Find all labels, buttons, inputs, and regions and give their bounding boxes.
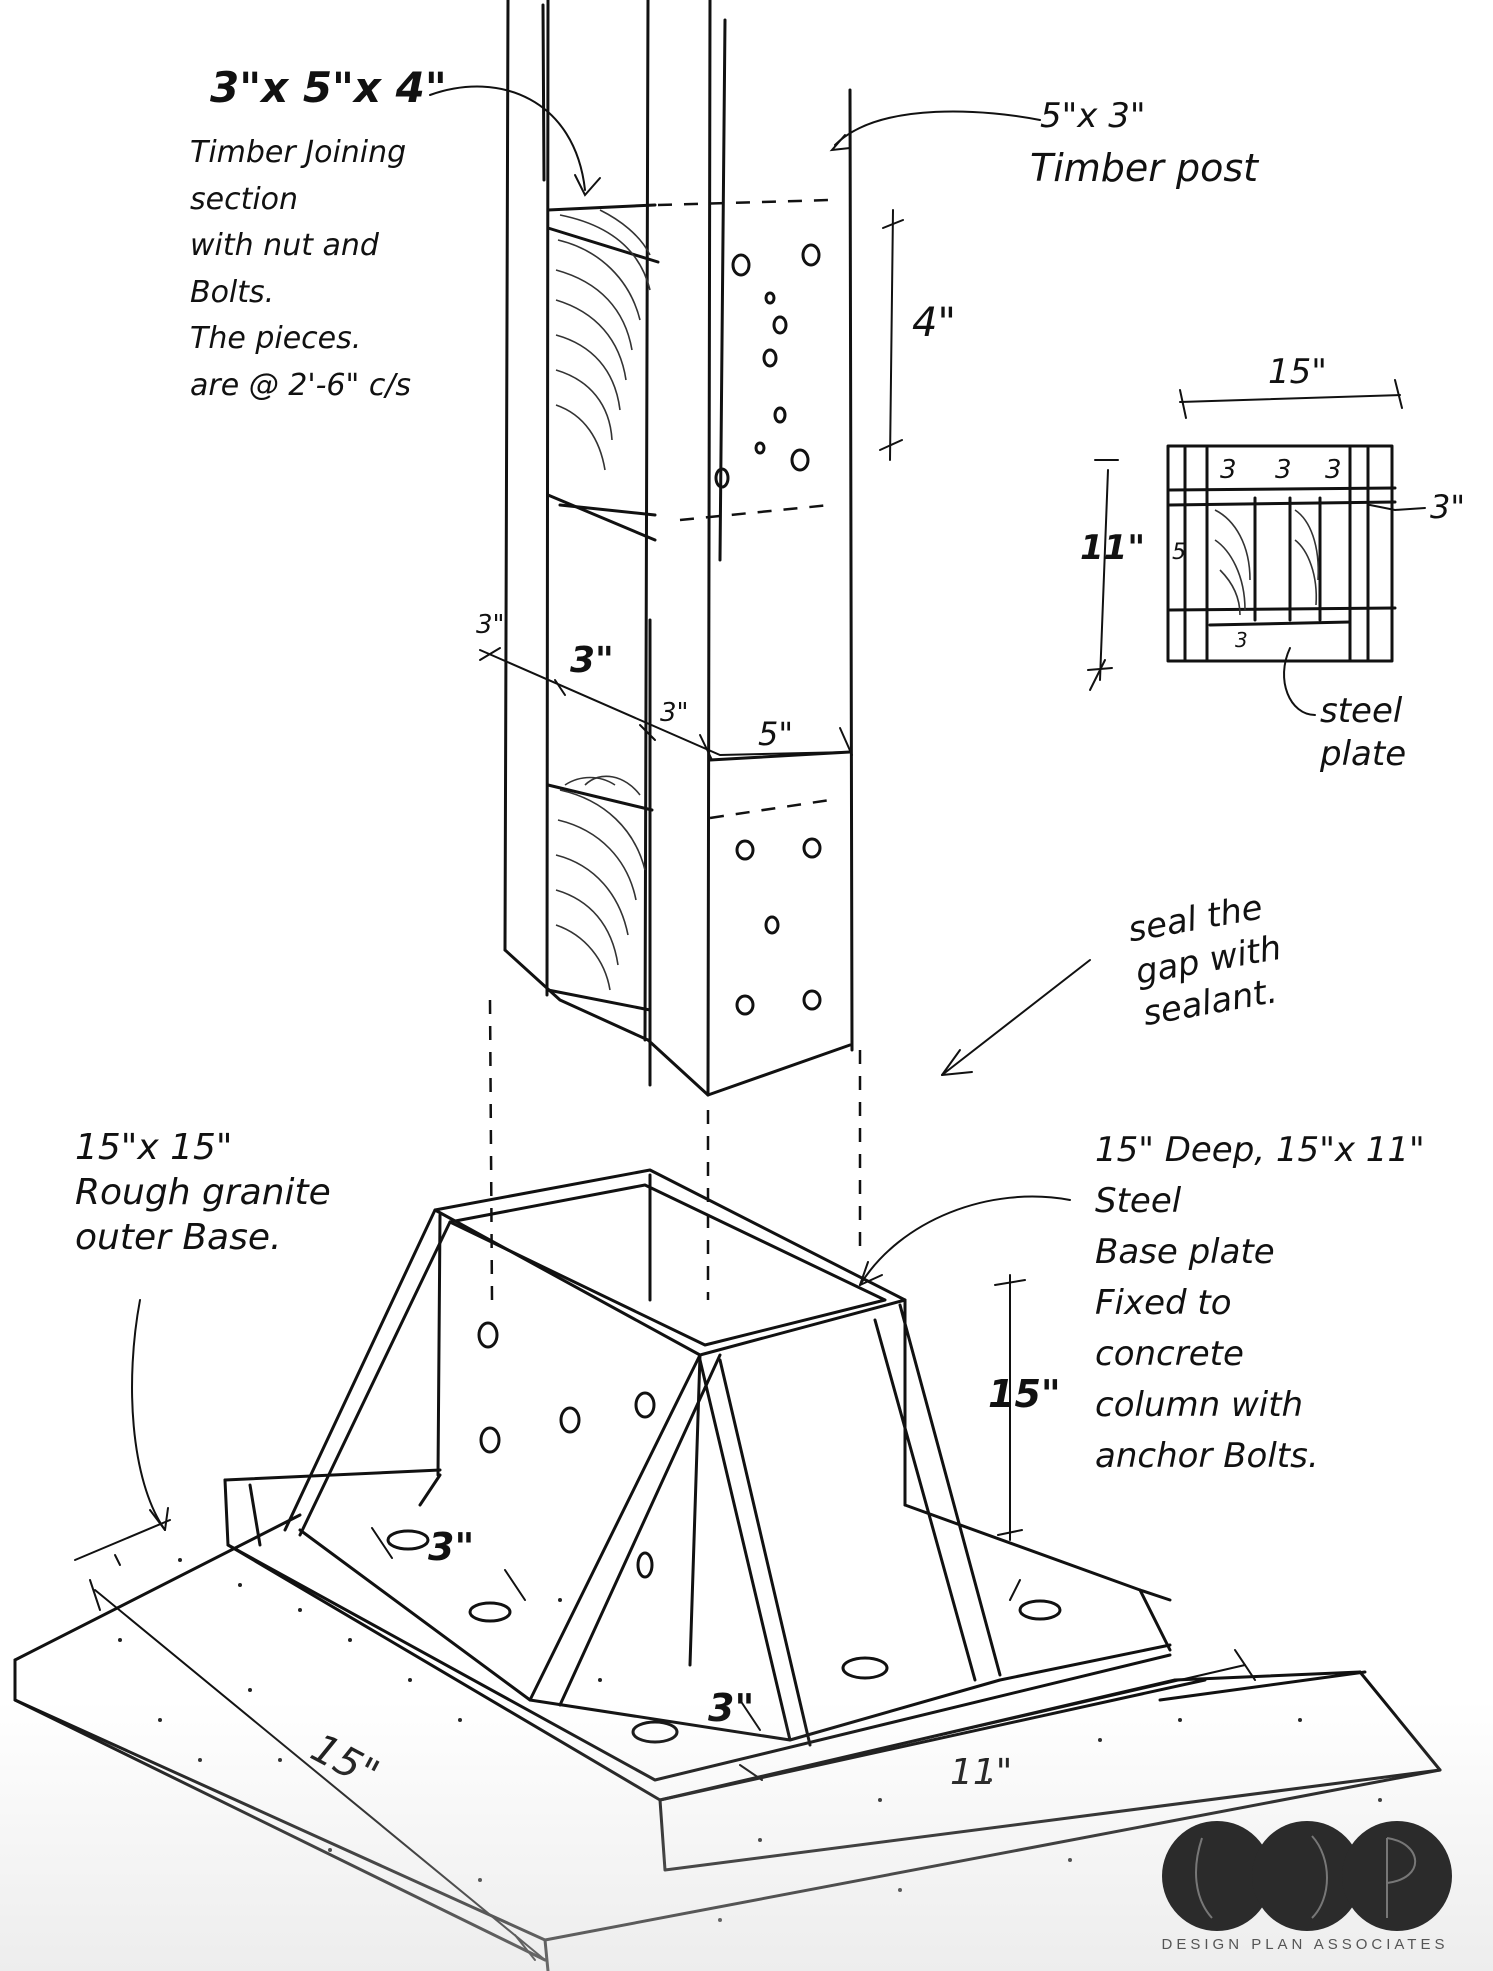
- section-left-dim: 5: [1172, 540, 1186, 565]
- plate-gap-dim-b: 3": [708, 1686, 755, 1730]
- timber-joining-note: Timber Joining section with nut and Bolt…: [190, 135, 412, 403]
- section-bottom-dim: 3: [1235, 628, 1248, 652]
- base-11-dim: 11": [950, 1752, 1013, 1793]
- section-height-dim: 11": [1080, 528, 1146, 568]
- post-left-dim-a: 3": [476, 610, 505, 640]
- granite-base-note: 15"x 15" Rough granite outer Base.: [75, 1127, 331, 1258]
- section-side-dim: 3": [1430, 488, 1466, 526]
- plate-gap-dim-a: 3": [428, 1525, 475, 1569]
- post-spacing-dim: 4": [912, 300, 956, 346]
- base-height-dim: 15": [988, 1372, 1061, 1416]
- section-cell-1: 3: [1220, 455, 1237, 485]
- timber-post: [429, 0, 1041, 1097]
- cross-section-plan: [1087, 379, 1426, 716]
- timber-post-size: 5"x 3": [1040, 96, 1146, 136]
- timber-joining-size: 3"x 5"x 4": [210, 63, 447, 112]
- section-cell-2: 3: [1275, 455, 1292, 485]
- section-width-dim: 15": [1268, 352, 1327, 392]
- post-left-dim-b: 3": [570, 640, 614, 681]
- post-mid-dim: 3": [660, 698, 689, 728]
- company-logo: DESIGN PLAN ASSOCIATES: [1140, 1818, 1470, 1958]
- sealant-note: seal the gap with sealant.: [1125, 887, 1285, 1035]
- steel-base-plate: [223, 1168, 1177, 1802]
- steel-base-plate-note: 15" Deep, 15"x 11" Steel Base plate Fixe…: [1095, 1130, 1425, 1476]
- alignment-dashes: [488, 999, 862, 1301]
- timber-post-note: Timber post: [1030, 146, 1259, 190]
- granite-outer-base: [13, 1299, 1442, 1971]
- steel-plate-label: steel plate: [1320, 691, 1407, 774]
- sealant-arrow: [941, 959, 1091, 1076]
- logo-circles-icon: [1162, 1821, 1452, 1931]
- logo-text: DESIGN PLAN ASSOCIATES: [1161, 1936, 1449, 1953]
- post-right-dim: 5": [758, 715, 794, 753]
- section-cell-3: 3: [1325, 455, 1342, 485]
